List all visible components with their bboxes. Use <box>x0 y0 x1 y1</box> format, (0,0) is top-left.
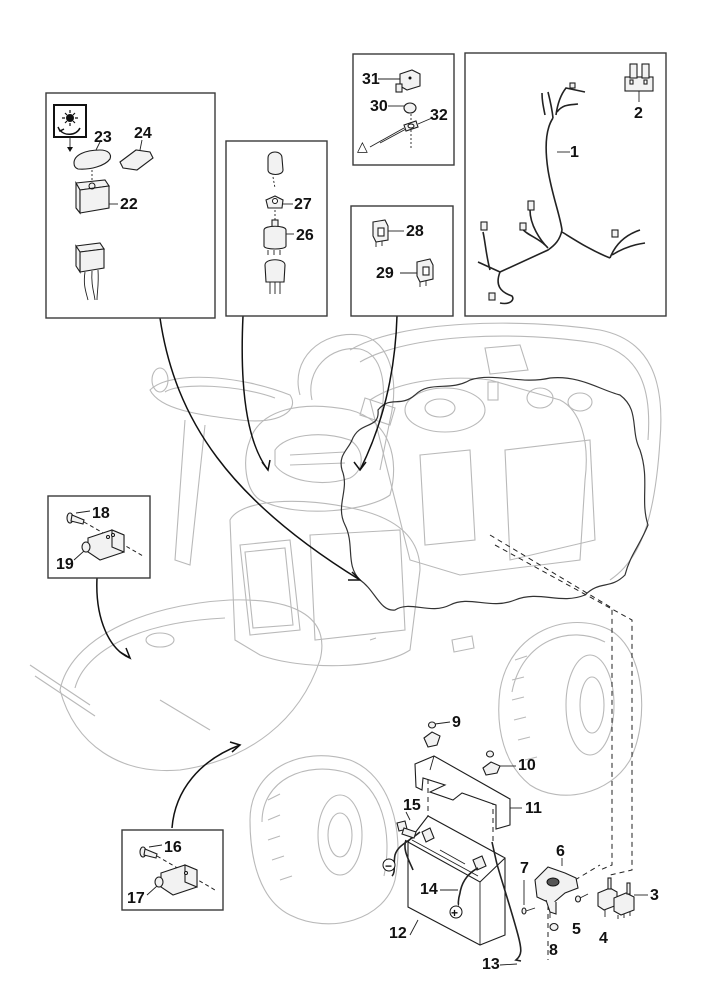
label-30: 30 <box>370 98 388 115</box>
label-7: 7 <box>520 860 529 877</box>
label-6: 6 <box>556 843 565 860</box>
label-29: 29 <box>376 265 394 282</box>
label-14: 14 <box>420 881 438 898</box>
inset-pedal-switch-box <box>121 829 224 911</box>
blank-cap <box>119 149 154 171</box>
label-27: 27 <box>294 196 312 213</box>
negative-cable <box>391 820 421 877</box>
label-17: 17 <box>127 890 145 907</box>
nut-9 <box>423 721 441 748</box>
label-5: 5 <box>572 921 581 938</box>
switch-17 <box>154 864 198 896</box>
hold-down-rod <box>491 841 522 962</box>
ignition-connector <box>264 259 286 294</box>
rocker-switch <box>75 179 110 215</box>
inset-harness-box <box>464 52 667 317</box>
inset-seat-switch-box <box>47 495 151 579</box>
label-26: 26 <box>296 227 314 244</box>
screw-16 <box>139 846 158 859</box>
screw-18 <box>66 512 85 525</box>
light-switch-symbol-icon <box>53 104 87 138</box>
relay-3 <box>613 882 635 919</box>
wiring-harness <box>477 82 646 305</box>
ignition-switch <box>263 219 287 255</box>
microswitch-28 <box>372 219 389 247</box>
label-18: 18 <box>92 505 110 522</box>
ring-terminal <box>369 120 419 148</box>
label-8: 8 <box>549 942 558 959</box>
label-15: 15 <box>403 797 421 814</box>
fuse-holder <box>624 63 654 92</box>
routing-dashes <box>427 534 633 960</box>
battery-bracket <box>414 755 511 830</box>
label-9: 9 <box>452 714 461 731</box>
label-16: 16 <box>164 839 182 856</box>
arrowhead-switch <box>348 571 362 581</box>
screw-7 <box>521 907 536 915</box>
label-19: 19 <box>56 556 74 573</box>
triangle-symbol: △ <box>357 138 368 154</box>
screw-5 <box>574 893 589 903</box>
negative-symbol: − <box>385 859 392 873</box>
inset-microswitch-box <box>350 205 454 317</box>
connector-plug <box>75 242 105 301</box>
label-23: 23 <box>94 129 112 146</box>
battery-assembly: − + <box>382 721 648 966</box>
label-32: 32 <box>430 107 448 124</box>
label-13: 13 <box>482 956 500 973</box>
microswitch-29 <box>416 258 434 287</box>
label-4: 4 <box>599 930 608 947</box>
battery <box>407 815 506 946</box>
nut-10 <box>482 750 501 776</box>
terminal-nut <box>403 102 417 114</box>
label-11: 11 <box>525 800 542 817</box>
inset-switch-box <box>45 92 216 319</box>
positive-cable <box>457 867 479 906</box>
label-1: 1 <box>570 144 579 161</box>
ignition-nut <box>265 195 284 209</box>
label-3: 3 <box>650 887 659 904</box>
switch-19 <box>81 529 125 561</box>
label-2: 2 <box>634 105 643 122</box>
relay-holder <box>534 866 579 918</box>
inset-terminal-box: △ <box>352 53 455 166</box>
label-12: 12 <box>389 925 407 942</box>
terminal-cover <box>395 69 421 93</box>
positive-symbol: + <box>451 906 458 920</box>
label-24: 24 <box>134 125 152 142</box>
washer-8 <box>549 922 559 932</box>
label-31: 31 <box>362 71 380 88</box>
label-22: 22 <box>120 196 138 213</box>
label-10: 10 <box>518 757 536 774</box>
inset-ignition-box <box>225 140 328 317</box>
label-28: 28 <box>406 223 424 240</box>
rocker-cap <box>73 149 112 170</box>
ignition-key <box>267 151 284 189</box>
